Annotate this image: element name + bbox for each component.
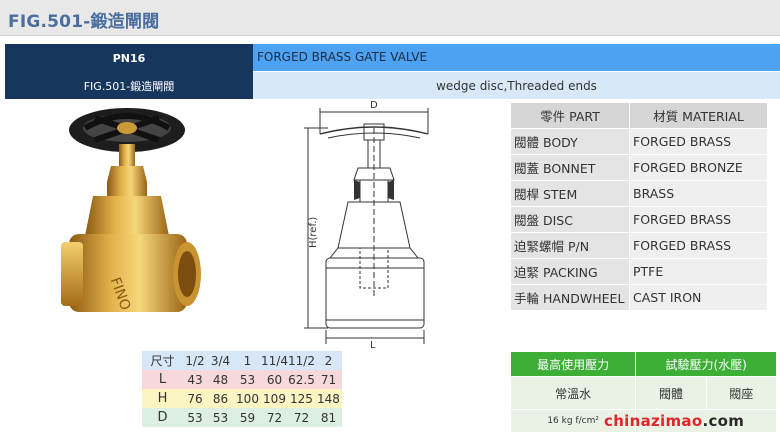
product-description: wedge disc,Threaded ends (253, 72, 780, 99)
site-watermark: chinazimao.com (604, 412, 744, 430)
parts-col-header-part: 零件 PART (511, 103, 629, 128)
part-name: 閥體 BODY (511, 129, 629, 154)
parts-header-row: 零件 PART 材質 MATERIAL (511, 103, 767, 128)
table-row: L 43 48 53 60 62.5 71 (142, 370, 342, 389)
dimension-size-table: 尺寸 1/2 3/4 1 11/4 11/2 2 L 43 48 53 60 6… (142, 351, 342, 427)
dim-l-label: L (370, 340, 376, 348)
size-header-cell: 11/2 (288, 351, 315, 370)
table-row: 閥體 BODY FORGED BRASS (511, 129, 767, 154)
size-cell: 76 (183, 389, 207, 408)
part-material: BRASS (630, 181, 767, 206)
table-row: 手輪 HANDWHEEL CAST IRON (511, 285, 767, 310)
size-row-label: H (142, 389, 183, 408)
watermark-domain: chinazimao (604, 412, 703, 430)
watermark-tld: .com (702, 412, 745, 430)
dim-d-label: D (370, 100, 378, 111)
size-cell: 48 (207, 370, 234, 389)
size-cell: 81 (314, 408, 342, 427)
pressure-rating-value: 16 kg f/cm² (511, 410, 636, 432)
size-cell: 62.5 (288, 370, 315, 389)
table-row: 迫緊螺帽 P/N FORGED BRASS (511, 233, 767, 258)
seat-label: 閥座 (706, 377, 776, 409)
max-working-pressure-header: 最高使用壓力 (511, 352, 636, 376)
table-row: 閥蓋 BONNET FORGED BRONZE (511, 155, 767, 180)
part-name: 閥盤 DISC (511, 207, 629, 232)
part-material: FORGED BRASS (630, 233, 767, 258)
figure-label: FIG.501-鍛造閘閥 (83, 80, 175, 93)
part-name: 迫緊螺帽 P/N (511, 233, 629, 258)
pressure-class-label: PN16 (112, 52, 146, 65)
size-cell: 72 (261, 408, 288, 427)
page-title: FIG.501-鍛造閘閥 (8, 12, 160, 32)
parts-material-table: 零件 PART 材質 MATERIAL 閥體 BODY FORGED BRASS… (510, 102, 768, 311)
size-cell: 60 (261, 370, 288, 389)
part-material: FORGED BRASS (630, 129, 767, 154)
size-cell: 59 (234, 408, 261, 427)
size-cell: 148 (314, 389, 342, 408)
part-name: 閥桿 STEM (511, 181, 629, 206)
title-bar: FIG.501-鍛造閘閥 (0, 0, 780, 36)
size-cell: 100 (234, 389, 261, 408)
pressure-rating-table: 最高使用壓力 試驗壓力(水壓) 常溫水 閥體 閥座 16 kg f/cm² (510, 351, 777, 433)
valve-photo: FINO (61, 108, 201, 313)
size-cell: 53 (207, 408, 234, 427)
size-cell: 125 (288, 389, 315, 408)
size-cell: 53 (183, 408, 207, 427)
part-material: FORGED BRONZE (630, 155, 767, 180)
size-cell: 72 (288, 408, 315, 427)
valve-technical-drawing: D H(ref.) L (304, 100, 429, 348)
size-header-cell: 2 (314, 351, 342, 370)
part-material: PTFE (630, 259, 767, 284)
table-row: H 76 86 100 109 125 148 (142, 389, 342, 408)
part-material: CAST IRON (630, 285, 767, 310)
product-name-header: FORGED BRASS GATE VALVE (253, 44, 780, 71)
part-name: 閥蓋 BONNET (511, 155, 629, 180)
room-temp-label: 常溫水 (511, 377, 636, 409)
pressure-value-row: 16 kg f/cm² (511, 410, 776, 432)
pressure-header-row: 最高使用壓力 試驗壓力(水壓) (511, 352, 776, 376)
size-cell: 43 (183, 370, 207, 389)
pressure-empty-cell (636, 410, 776, 432)
size-row-label: L (142, 370, 183, 389)
size-cell: 109 (261, 389, 288, 408)
size-cell: 86 (207, 389, 234, 408)
dim-h-label: H(ref.) (308, 217, 319, 248)
part-name: 手輪 HANDWHEEL (511, 285, 629, 310)
size-header-cell: 1 (234, 351, 261, 370)
pressure-subheader-row: 常溫水 閥體 閥座 (511, 377, 776, 409)
size-header-cell: 1/2 (183, 351, 207, 370)
table-row: 迫緊 PACKING PTFE (511, 259, 767, 284)
table-row: 閥盤 DISC FORGED BRASS (511, 207, 767, 232)
size-header-cell: 11/4 (261, 351, 288, 370)
part-material: FORGED BRASS (630, 207, 767, 232)
parts-col-header-material: 材質 MATERIAL (630, 103, 767, 128)
size-header-cell: 3/4 (207, 351, 234, 370)
part-name: 迫緊 PACKING (511, 259, 629, 284)
body-label: 閥體 (636, 377, 706, 409)
handwheel-shape (69, 108, 185, 152)
test-pressure-header: 試驗壓力(水壓) (636, 352, 776, 376)
size-row-label: D (142, 408, 183, 427)
spec-header-left: PN16 FIG.501-鍛造閘閥 (5, 44, 253, 99)
size-header-label: 尺寸 (142, 351, 183, 370)
size-cell: 53 (234, 370, 261, 389)
size-cell: 71 (314, 370, 342, 389)
table-row: D 53 53 59 72 72 81 (142, 408, 342, 427)
size-header-row: 尺寸 1/2 3/4 1 11/4 11/2 2 (142, 351, 342, 370)
table-row: 閥桿 STEM BRASS (511, 181, 767, 206)
